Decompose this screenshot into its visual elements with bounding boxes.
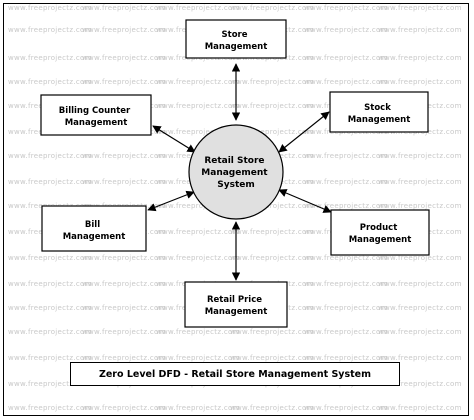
- flow-stock: [278, 111, 330, 153]
- svg-text:Retail Price Management: Retail Price Management: [205, 295, 268, 317]
- process-line-3: System: [217, 180, 255, 190]
- diagram-caption: Zero Level DFD - Retail Store Management…: [98, 368, 372, 380]
- retail-price-line-2: Management: [205, 307, 268, 317]
- flow-bill: [147, 190, 195, 212]
- process-circle: [188, 124, 284, 220]
- bill-line-1: Bill: [85, 220, 100, 230]
- flow-billing-counter: [152, 125, 196, 153]
- svg-text:Store Management: Store Management: [205, 30, 268, 52]
- flow-product: [278, 189, 332, 213]
- svg-text:Billing Counter Manageme: Billing Counter Management: [59, 106, 133, 128]
- process-line-2: Management: [201, 168, 268, 178]
- entity-store-management: Store Management: [185, 19, 287, 59]
- svg-text:Product Management: Product Management: [349, 223, 412, 245]
- entity-bill-management: Bill Management: [41, 205, 147, 252]
- stock-line-1: Stock: [364, 103, 391, 113]
- process-label: Retail Store Management System: [201, 156, 270, 190]
- product-line-1: Product: [360, 223, 398, 233]
- store-line-2: Management: [205, 42, 268, 52]
- product-line-2: Management: [349, 235, 412, 245]
- entity-retail-price-management: Retail Price Management: [184, 281, 288, 328]
- entity-billing-counter-management: Billing Counter Management: [40, 94, 152, 136]
- diagram-caption-box: Zero Level DFD - Retail Store Management…: [70, 362, 400, 386]
- process-line-1: Retail Store: [204, 156, 264, 166]
- retail-price-line-1: Retail Price: [207, 295, 262, 305]
- bill-line-2: Management: [63, 232, 126, 242]
- billing-line-2: Management: [65, 118, 128, 128]
- stock-line-2: Management: [348, 115, 411, 125]
- entity-product-management: Product Management: [330, 209, 430, 256]
- svg-text:Bill Management: Bill Management: [63, 220, 126, 242]
- diagram-frame: [3, 3, 469, 416]
- store-line-1: Store: [222, 30, 248, 40]
- entity-stock-management: Stock Management: [329, 91, 429, 133]
- svg-text:Stock Management: Stock Management: [348, 103, 411, 125]
- billing-line-1: Billing Counter: [59, 106, 131, 116]
